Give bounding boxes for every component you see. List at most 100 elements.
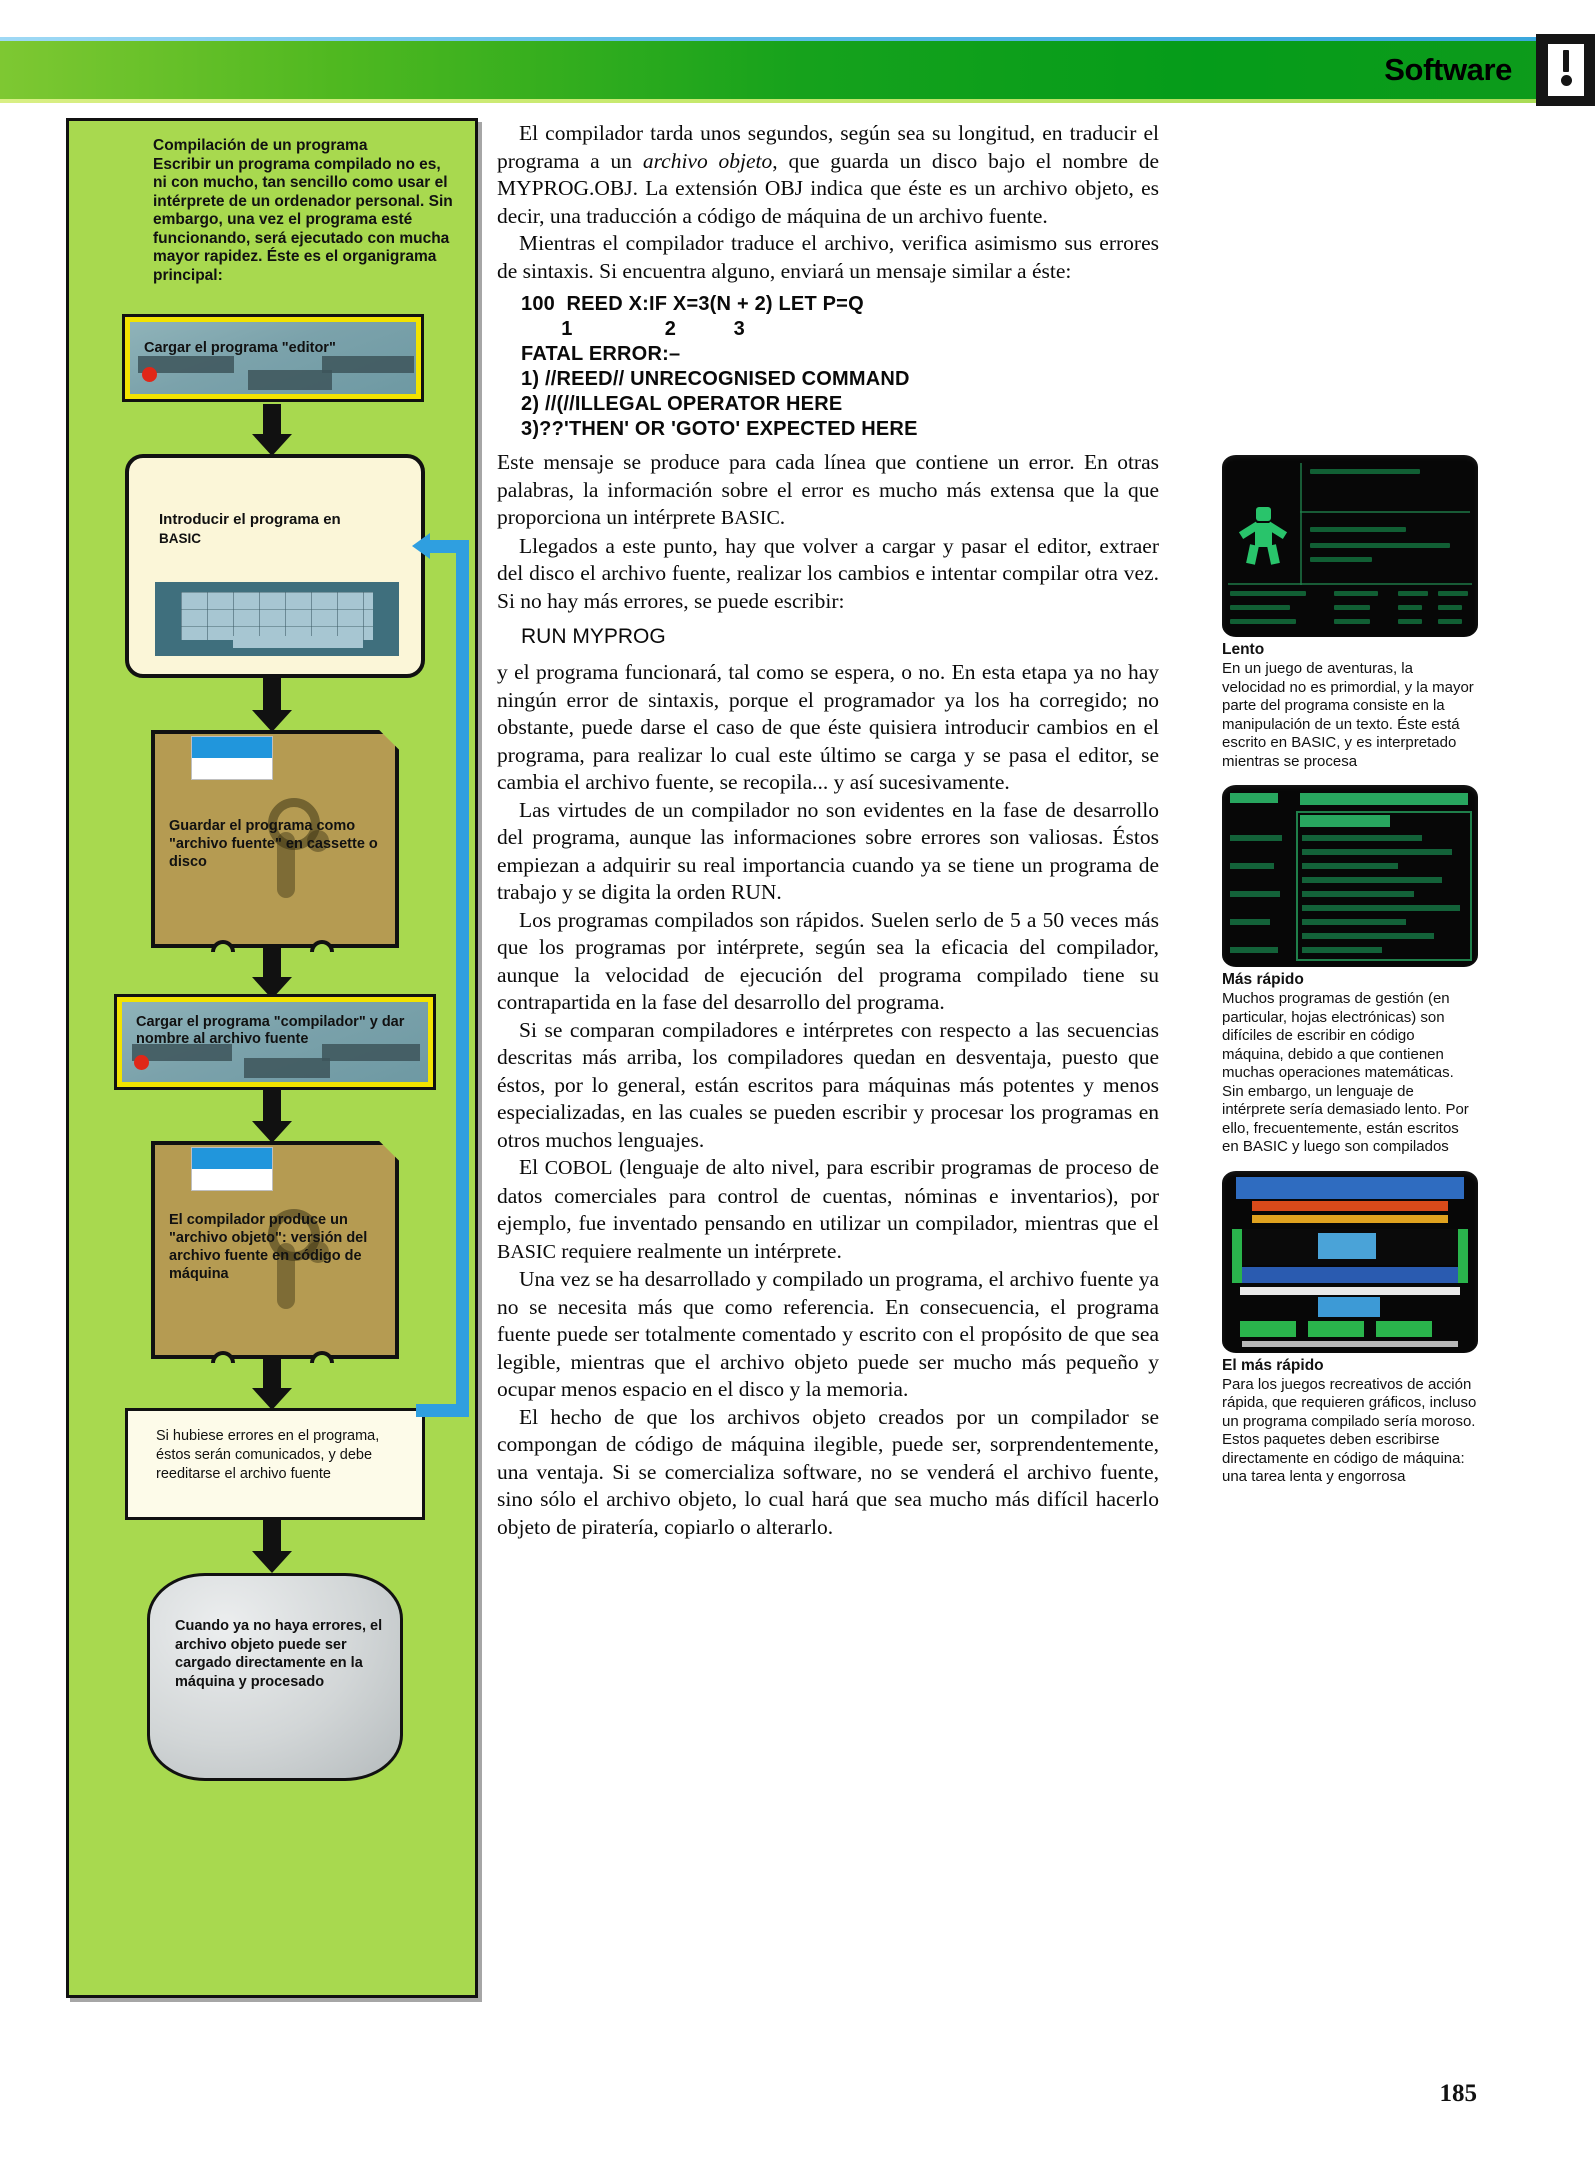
floppy-notch-right [309,940,334,952]
flow-arrow [252,1519,292,1573]
flow-step-label: Introducir el programa en BASIC [159,510,405,548]
flow-arrow [252,1089,292,1143]
monitor-shell [147,1573,403,1781]
cassette-body [122,1002,428,1082]
flowchart-intro-heading: Compilación de un programa [153,137,368,154]
flow-step-label: Si hubiese errores en el programa, éstos… [156,1428,380,1482]
flow-arrow [252,678,292,732]
article-paragraph: El COBOL (lenguaje de alto nivel, para e… [497,1155,1159,1263]
code-line: FATAL ERROR:– [521,343,681,365]
flow-step-object-file: El compilador produce un "archivo objeto… [151,1141,399,1363]
article-paragraph: Las virtudes de un compilador no son evi… [497,797,1159,905]
flow-step-label-line1: Introducir el programa en [159,511,341,528]
flowchart-intro-body: Escribir un programa compilado no es, ni… [153,155,453,284]
code-line: 2) //(//ILLEGAL OPERATOR HERE [521,393,843,415]
article-paragraph: Si se comparan compiladores e intérprete… [497,1017,1159,1152]
crt-arcade-game-screen [1222,1170,1478,1353]
floppy-index-hole [307,1241,330,1264]
caption-title: El más rápido [1222,1356,1324,1374]
section-banner: Software [0,37,1540,103]
floppy-disk-glyph [1548,44,1584,96]
code-line: 3)??'THEN' OR 'GOTO' EXPECTED HERE [521,418,918,440]
feedback-loop-arrow [412,520,476,1440]
keyboard-image [155,582,399,656]
flow-step-enter-basic: Introducir el programa en BASIC [125,454,425,678]
floppy-shutter-top [191,1148,272,1169]
code-line: 100 REED X:IF X=3(N + 2) LET P=Q [521,293,864,315]
sidebar: Lento En un juego de aventuras, la veloc… [1222,455,1478,1497]
flow-step-label: Cuando ya no haya errores, el archivo ob… [175,1618,383,1690]
floppy-spindle [277,832,296,899]
code-line: 1 2 3 [521,318,745,340]
sidebar-item-faster: Más rápido Muchos programas de gestión (… [1222,785,1478,1157]
article-body: El compilador tarda unos segundos, según… [497,120,1159,1541]
flow-step-label-line2: BASIC [159,531,202,546]
italic-term: archivo objeto [642,148,773,173]
code-line: 1) //REED// UNRECOGNISED COMMAND [521,368,910,390]
caption-body: Muchos programas de gestión (en particul… [1222,990,1469,1155]
error-code-listing: 100 REED X:IF X=3(N + 2) LET P=Q 1 2 3 F… [497,292,1159,442]
article-paragraph: El hecho de que los archivos objeto crea… [497,1404,1159,1539]
flow-step-label: El compilador produce un "archivo objeto… [169,1211,368,1282]
flow-step-label: Guardar el programa como "archivo fuente… [169,818,378,871]
page-title: Software [1384,52,1512,87]
floppy-shutter [190,1147,273,1191]
flowchart-panel: Compilación de un programa Escribir un p… [66,118,478,1998]
floppy-shutter-top [191,737,272,758]
green-figure-icon [1238,507,1288,565]
caption-body: En un juego de aventuras, la velocidad n… [1222,660,1474,770]
smallcaps-basic: BASIC [497,1240,556,1263]
cassette-slab [248,370,332,390]
caption-title: Lento [1222,641,1265,658]
floppy-disk-icon [1536,34,1595,106]
cassette-slab [322,356,414,373]
floppy-notch-right [309,1351,334,1363]
cassette-slab [322,1044,420,1061]
flow-step-load-editor: Cargar el programa "editor" [125,317,421,399]
flow-step-save-source: Guardar el programa como "archivo fuente… [151,730,399,952]
article-paragraph: Los programas compilados son rápidos. Su… [497,907,1159,1015]
cassette-slab [244,1058,330,1078]
article-paragraph: Una vez se ha desarrollado y compilado u… [497,1267,1159,1401]
loop-segment-top [430,540,469,553]
flow-step-label: Cargar el programa "compilador" y dar no… [136,1014,405,1047]
cassette-led [142,367,157,382]
caption-title: Más rápido [1222,971,1304,988]
floppy-shutter [190,736,273,780]
caption-body: Para los juegos recreativos de acción rá… [1222,1375,1477,1486]
page-number: 185 [1439,2080,1478,2107]
article-paragraph: Mientras el compilador traduce el archiv… [497,231,1159,283]
keyboard-spacebar [233,636,363,648]
sidebar-item-slow: Lento En un juego de aventuras, la veloc… [1222,455,1478,771]
flow-step-errors: Si hubiese errores en el programa, éstos… [125,1408,425,1520]
loop-segment-vertical [456,540,469,1417]
flowchart-intro: Compilación de un programa Escribir un p… [153,137,453,285]
flow-step-run: Cuando ya no haya errores, el archivo ob… [147,1573,403,1781]
flow-step-label: Cargar el programa "editor" [144,340,336,356]
flow-step-load-compiler: Cargar el programa "compilador" y dar no… [117,997,433,1087]
crt-adventure-game-screen [1222,455,1478,637]
article-paragraph: El compilador tarda unos segundos, según… [497,121,1160,228]
floppy-notch-left [210,940,235,952]
flow-arrow [252,404,292,456]
article-paragraph: Llegados a este punto, hay que volver a … [497,533,1159,613]
cassette-body [130,322,416,394]
sidebar-item-fastest: El más rápido Para los juegos recreativo… [1222,1170,1478,1487]
floppy-hub [267,797,320,850]
floppy-index-hole [307,830,330,853]
cassette-slab [132,1044,232,1061]
loop-segment-bottom [416,1404,468,1417]
run-command: RUN MYPROG [521,625,666,648]
crt-spreadsheet-screen [1222,785,1478,967]
keyboard-keys [181,592,373,640]
floppy-hub [267,1208,320,1261]
floppy-notch-left [210,1351,235,1363]
smallcaps-cobol: COBOL [544,1157,613,1179]
article-paragraph: y el programa funcionará, tal como se es… [497,660,1159,794]
article-paragraph: Este mensaje se produce para cada línea … [497,450,1159,529]
flow-arrow [252,945,292,999]
floppy-spindle [277,1243,296,1310]
flow-arrow [252,1356,292,1410]
smallcaps-basic: BASIC [720,507,780,529]
cassette-led [134,1055,149,1070]
